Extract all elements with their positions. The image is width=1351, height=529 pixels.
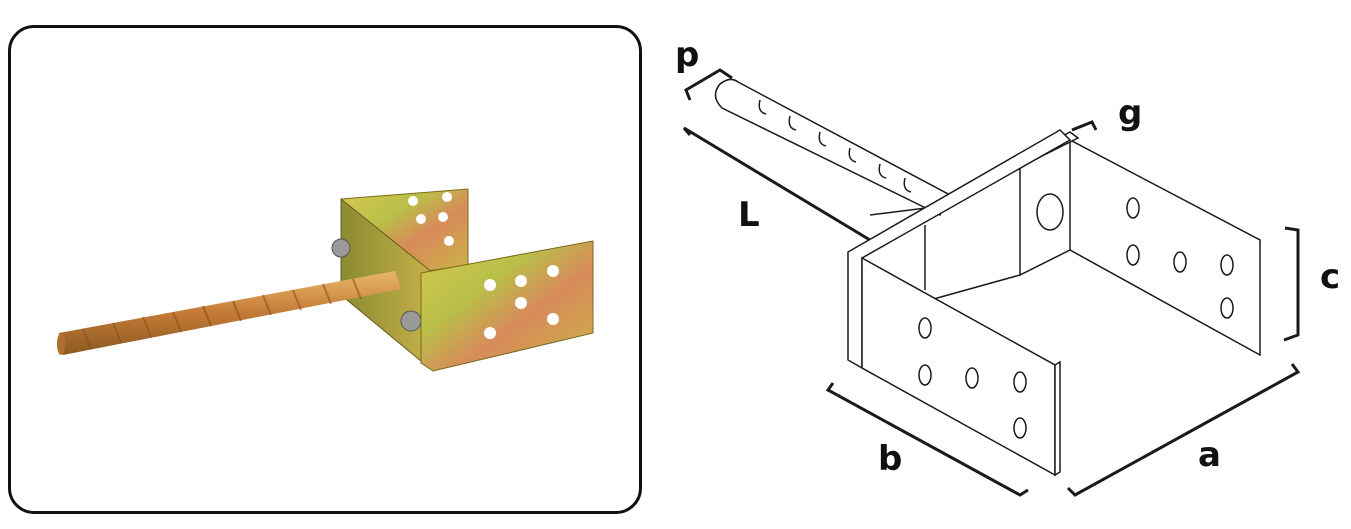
- rebar-hole: [1036, 193, 1064, 231]
- label-b: b: [878, 439, 903, 479]
- label-g: g: [1118, 93, 1143, 133]
- rebar-outline: [714, 78, 951, 217]
- dimension-lines: [682, 68, 1301, 497]
- label-L: L: [738, 195, 760, 235]
- label-a: a: [1198, 435, 1221, 475]
- rebar-rod: [57, 271, 401, 355]
- nut-bottom: [400, 310, 422, 332]
- back-plate-holes: [1126, 197, 1234, 319]
- technical-diagram: p g L c b a: [660, 0, 1351, 525]
- front-plate-holes: [918, 317, 1027, 439]
- product-photo: [57, 188, 594, 373]
- product-photo-frame: [8, 25, 642, 514]
- label-p: p: [675, 35, 700, 75]
- bracket-line-drawing: [682, 68, 1301, 497]
- nut-top: [331, 238, 351, 258]
- label-c: c: [1320, 257, 1341, 297]
- diagram-back-plate: [1019, 139, 1261, 357]
